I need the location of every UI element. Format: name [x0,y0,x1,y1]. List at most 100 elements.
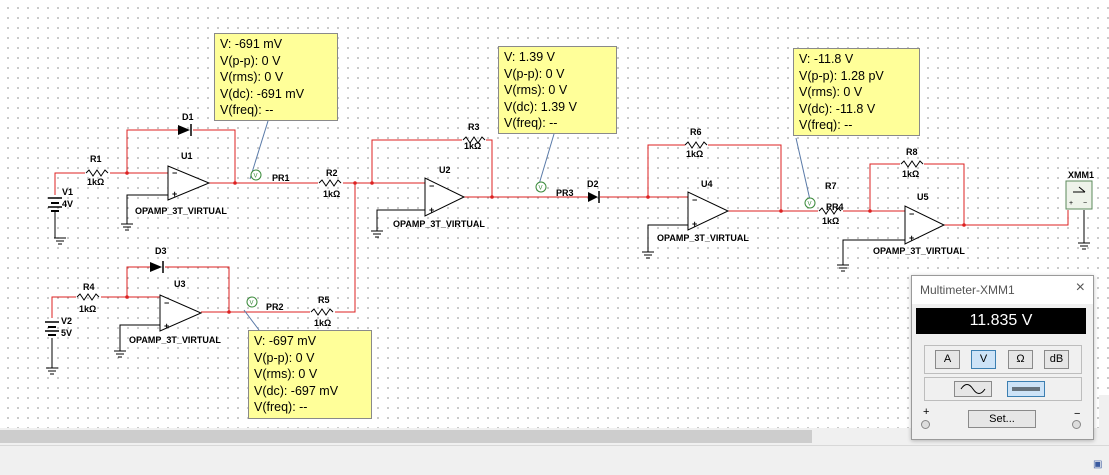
probe-line: V: -11.8 V [799,52,854,66]
u1-model: OPAMP_3T_VIRTUAL [135,206,227,216]
mode-decibel-button[interactable]: dB [1044,350,1069,369]
probe-line: V(freq): -- [254,400,308,415]
horizontal-scrollbar[interactable] [0,428,1109,445]
v2-label: V2 [61,316,72,326]
r3-value: 1kΩ [464,141,481,151]
r4-label: R4 [83,282,95,292]
multimeter-mode-group: A V Ω dB [924,345,1082,374]
probe-line: V(dc): -691 mV [220,86,305,101]
svg-text:+: + [172,189,177,199]
set-button[interactable]: Set... [968,410,1036,428]
svg-text:−: − [1083,200,1087,207]
resistor-r1[interactable] [85,169,109,177]
probe-line: V(dc): 1.39 V [504,99,577,114]
mode-voltmeter-button[interactable]: V [971,350,996,369]
opamp-u3[interactable]: − + [159,294,203,332]
r1-value: 1kΩ [87,177,104,187]
probe-line: V: -691 mV [220,37,283,51]
svg-text:+: + [164,321,169,331]
svg-text:+: + [429,205,434,215]
network-icon[interactable]: ▣ [1093,459,1103,470]
schematic-canvas[interactable]: − + − + − + − + − + [0,0,1109,428]
probe-pr2-marker[interactable] [246,296,258,308]
mode-ohmmeter-button[interactable]: Ω [1008,350,1033,369]
opamp-u5[interactable]: − + [904,205,946,245]
negative-terminal[interactable] [1072,420,1081,429]
u3-model: OPAMP_3T_VIRTUAL [129,335,221,345]
r5-label: R5 [318,295,330,305]
r7-label: R7 [825,181,837,191]
r3-label: R3 [468,122,480,132]
horizontal-scrollbar-thumb[interactable] [0,430,812,443]
circuit-diagram: − + − + − + − + − + [45,112,1094,375]
multimeter-panel: 11.835 V A V Ω dB Set... + − [912,304,1093,439]
opamp-u1[interactable]: − + [167,165,211,201]
probe-pr2-box: V: -697 mV V(p-p): 0 V V(rms): 0 V V(dc)… [248,330,372,419]
resistor-r5[interactable] [310,308,334,316]
pr4-label: PR4 [826,202,844,212]
d3-label: D3 [155,246,167,256]
probe-pr3-box: V: 1.39 V V(p-p): 0 V V(rms): 0 V V(dc):… [498,46,617,134]
probe-line: V(p-p): 1.28 pV [799,68,884,83]
d2-label: D2 [587,179,599,189]
svg-text:−: − [692,195,697,205]
probe-line: V(dc): -11.8 V [799,101,876,116]
probe-pr3-marker[interactable] [535,181,547,193]
resistor-r6[interactable] [684,141,708,149]
opamp-u4[interactable]: − + [687,191,730,231]
positive-terminal[interactable] [921,420,930,429]
r6-label: R6 [690,127,702,137]
r4-value: 1kΩ [79,304,96,314]
battery-v2[interactable] [45,321,59,336]
ac-mode-button[interactable] [954,381,992,397]
probe-line: V(rms): 0 V [504,83,568,98]
v2-value: 5V [61,328,72,338]
multimeter-window[interactable]: Multimeter-XMM1 × 11.835 V A V Ω dB Set.… [911,275,1094,440]
probe-line: V: -697 mV [254,334,317,348]
u1-label: U1 [181,151,193,161]
diode-d2[interactable] [588,191,600,203]
close-icon[interactable]: × [1075,279,1085,296]
probe-pr4-marker[interactable] [804,197,816,209]
svg-text:−: − [164,298,169,308]
resistor-r4[interactable] [76,293,100,301]
probe-line: V: 1.39 V [504,50,555,64]
probe-line: V(rms): 0 V [254,367,318,382]
svg-text:−: − [429,181,434,191]
xmm1-label: XMM1 [1068,170,1094,180]
probe-line: V(rms): 0 V [220,70,284,85]
r2-label: R2 [326,168,338,178]
diode-d3[interactable] [150,261,164,273]
u2-label: U2 [439,165,451,175]
negative-terminal-label: − [1074,408,1081,420]
sine-wave-icon [960,384,986,394]
v1-value: 4V [62,199,73,209]
multimeter-waveform-group [924,377,1082,401]
svg-text:+: + [909,233,914,243]
multimeter-title: Multimeter-XMM1 [920,283,1015,297]
r1-label: R1 [90,154,102,164]
probe-line: V(freq): -- [504,116,558,131]
opamp-u2[interactable]: − + [424,177,466,217]
svg-text:V: V [254,174,258,180]
dc-mode-button[interactable] [1007,381,1045,397]
mode-ammeter-button[interactable]: A [935,350,960,369]
d1-label: D1 [182,112,194,122]
resistor-r2[interactable] [318,179,342,187]
resistor-r8[interactable] [900,160,924,168]
vertical-scrollbar[interactable] [1099,395,1109,428]
multimeter-display: 11.835 V [916,308,1086,334]
status-bar: ▣ [0,445,1109,475]
diode-d1[interactable] [178,124,192,136]
u3-label: U3 [174,279,186,289]
svg-text:V: V [250,301,254,307]
positive-terminal-label: + [923,406,930,418]
r8-label: R8 [906,147,918,157]
probe-pr1-box: V: -691 mV V(p-p): 0 V V(rms): 0 V V(dc)… [214,33,338,121]
probe-pr1-marker[interactable] [250,169,262,181]
battery-v1[interactable] [48,197,62,212]
multimeter-xmm1-icon[interactable]: + − [1065,180,1093,210]
probe-line: V(freq): -- [220,103,274,118]
r2-value: 1kΩ [323,189,340,199]
svg-text:V: V [539,186,543,192]
